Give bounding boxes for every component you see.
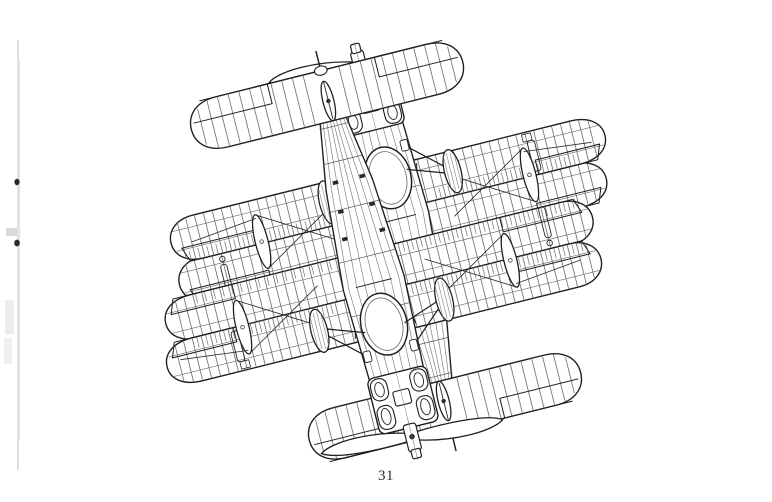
page-number: 31 <box>378 468 394 484</box>
scan-smudge <box>5 300 14 334</box>
scan-smudge <box>6 228 17 236</box>
scan-speck <box>14 239 20 247</box>
scan-speck <box>14 178 20 186</box>
scan-artifacts <box>4 40 21 470</box>
scan-smudge <box>4 338 12 364</box>
